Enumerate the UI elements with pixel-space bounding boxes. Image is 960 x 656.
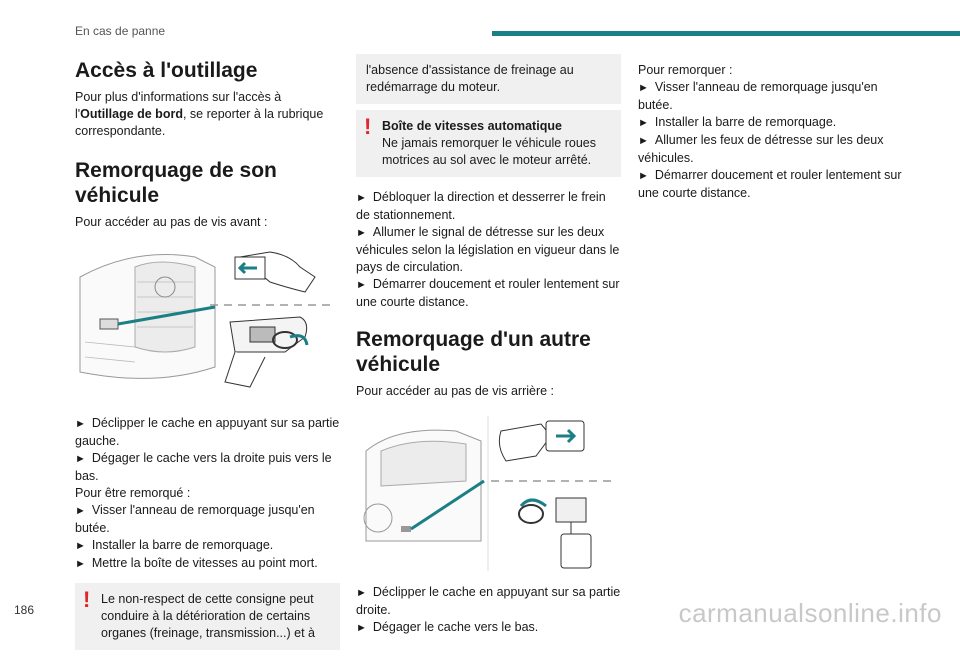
front-thread-intro: Pour accéder au pas de vis avant : bbox=[75, 215, 268, 229]
section-title: En cas de panne bbox=[75, 24, 166, 38]
access-paragraph: Pour plus d'informations sur l'accès à l… bbox=[75, 90, 324, 138]
bullet-towed-3: ►Mettre la boîte de vitesses au point mo… bbox=[75, 556, 318, 570]
bullet-rear-1: ►Déclipper le cache en appuyant sur sa p… bbox=[356, 585, 621, 617]
front-towing-illustration bbox=[75, 237, 340, 407]
bullet-front-1: ►Déclipper le cache en appuyant sur sa p… bbox=[75, 416, 340, 448]
bullet-tow-1: ►Visser l'anneau de remorquage jusqu'en … bbox=[638, 80, 878, 112]
heading-tool-access: Accès à l'outillage bbox=[75, 59, 258, 82]
header-accent-bar bbox=[492, 31, 960, 36]
heading-tow-other-vehicle: Remorquage d'un autre véhicule bbox=[356, 328, 591, 376]
bullet-tow-4: ►Démarrer doucement et rouler lentement … bbox=[638, 168, 902, 200]
column-1: Accès à l'outillage Pour plus d'informat… bbox=[75, 50, 340, 656]
bullet-tow-3: ►Allumer les feux de détresse sur les de… bbox=[638, 133, 884, 165]
warning-icon: ! bbox=[364, 114, 372, 139]
tow-intro: Pour remorquer : bbox=[638, 63, 733, 77]
automatic-gearbox-note: ! Boîte de vitesses automatique Ne jamai… bbox=[356, 110, 621, 177]
bullet-own-3: ►Démarrer doucement et rouler lentement … bbox=[356, 277, 620, 309]
page-number: 186 bbox=[14, 603, 35, 617]
rear-towing-illustration bbox=[356, 406, 621, 576]
bullet-own-2: ►Allumer le signal de détresse sur les d… bbox=[356, 225, 620, 274]
column-3: Pour remorquer : ►Visser l'anneau de rem… bbox=[638, 62, 903, 202]
bullet-front-2: ►Dégager le cache vers la droite puis ve… bbox=[75, 451, 332, 483]
column-2: l'absence d'assistance de freinage au re… bbox=[356, 50, 621, 637]
watermark: carmanualsonline.info bbox=[678, 598, 942, 628]
tool-kit-link: Outillage de bord bbox=[80, 107, 183, 121]
bullet-rear-2: ►Dégager le cache vers le bas. bbox=[356, 620, 539, 634]
automatic-gearbox-title: Boîte de vitesses automatique bbox=[382, 119, 562, 133]
towed-intro: Pour être remorqué : bbox=[75, 486, 191, 500]
rear-thread-intro: Pour accéder au pas de vis arrière : bbox=[356, 384, 555, 398]
warning-note-continued: l'absence d'assistance de freinage au re… bbox=[356, 54, 621, 104]
bullet-towed-1: ►Visser l'anneau de remorquage jusqu'en … bbox=[75, 503, 315, 535]
warning-icon: ! bbox=[83, 587, 91, 612]
bullet-towed-2: ►Installer la barre de remorquage. bbox=[75, 538, 274, 552]
bullet-own-1: ►Débloquer la direction et desserrer le … bbox=[356, 190, 606, 222]
warning-note: ! Le non-respect de cette consigne peut … bbox=[75, 583, 340, 650]
heading-tow-own-vehicle: Remorquage de son véhicule bbox=[75, 159, 277, 207]
bullet-tow-2: ►Installer la barre de remorquage. bbox=[638, 115, 837, 129]
